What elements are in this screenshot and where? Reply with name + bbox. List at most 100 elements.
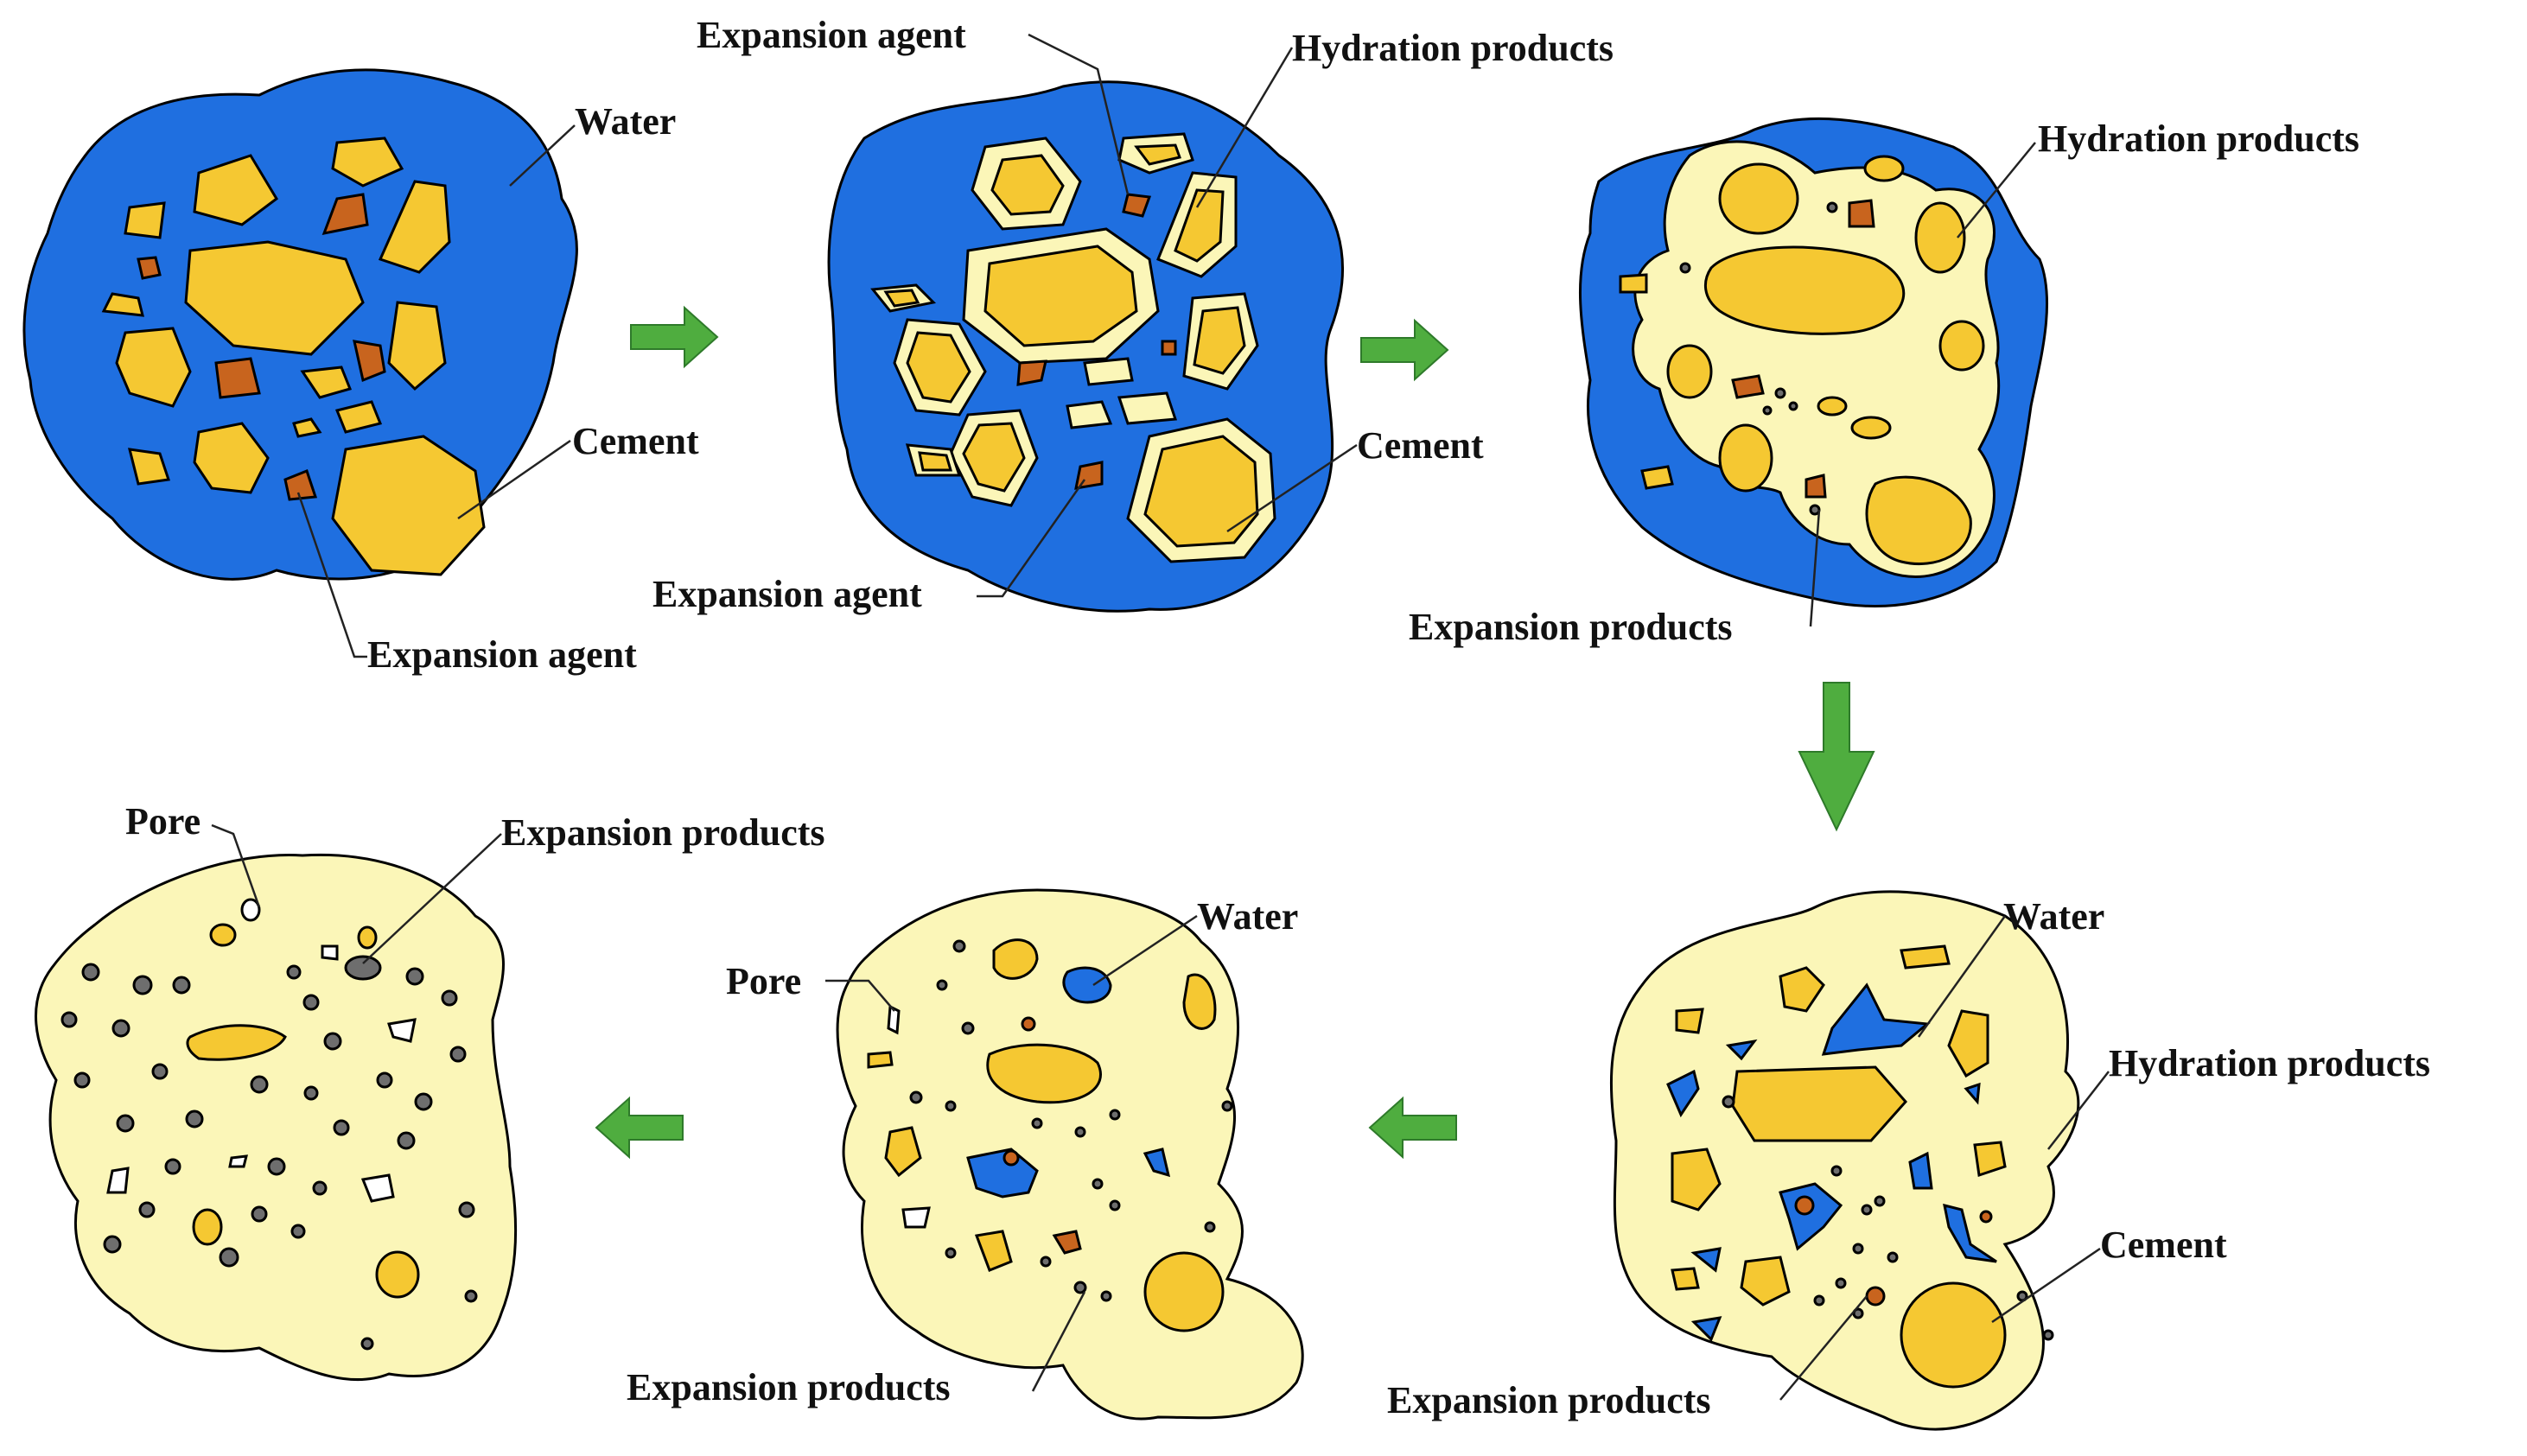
cement-grain	[186, 1024, 287, 1061]
label-expansion-products: Expansion products	[1387, 1379, 1711, 1421]
cement-grain	[1193, 306, 1246, 375]
water-pocket	[1690, 1316, 1722, 1342]
expansion-agent-grain	[1979, 1210, 1993, 1224]
cement-grain	[1863, 155, 1905, 182]
expansion-product-particle	[164, 1158, 181, 1175]
cement-grain	[378, 180, 451, 274]
expansion-product-particle	[312, 1180, 328, 1196]
expansion-product-particle	[286, 964, 302, 980]
expansion-product-particle	[302, 994, 320, 1011]
cement-grain	[1938, 320, 1985, 372]
cement-grain	[192, 1208, 223, 1246]
cement-grain	[128, 448, 170, 486]
label-expansion-products: Expansion products	[627, 1366, 951, 1408]
expansion-product-particle	[414, 1092, 433, 1111]
label-cement: Cement	[2100, 1224, 2227, 1266]
pore	[360, 1173, 395, 1203]
expansion-product-particle	[303, 1085, 319, 1101]
expansion-product-particle	[185, 1109, 204, 1129]
stage-6-hardened-paste: Pore Expansion products	[35, 800, 825, 1382]
cement-grain	[962, 422, 1026, 493]
pore	[901, 1206, 931, 1229]
water-pocket	[1143, 1148, 1171, 1178]
cement-grain	[883, 289, 920, 308]
cement-grain	[1817, 396, 1848, 416]
expansion-product-particle	[1830, 1165, 1843, 1177]
expansion-product-particle	[464, 1289, 478, 1303]
expansion-product-particle	[1109, 1109, 1121, 1121]
expansion-product-particle	[111, 1019, 130, 1038]
cement-grain	[193, 422, 270, 494]
expansion-product-particle	[952, 939, 966, 953]
label-water: Water	[575, 100, 676, 143]
cement-grain	[1666, 344, 1713, 399]
cement-grain	[115, 327, 192, 408]
label-expansion-agent-top: Expansion agent	[697, 14, 966, 56]
cement-grain	[867, 1051, 894, 1069]
expansion-product-particle	[936, 979, 948, 991]
hydration-shell	[1066, 400, 1113, 429]
cement-grain	[209, 923, 237, 947]
cement-grain	[1900, 1281, 2007, 1389]
expansion-product-particle	[2042, 1329, 2054, 1341]
stage-3-hydration-progress: Hydration products Expansion products	[1409, 117, 2359, 648]
expansion-product-particle	[1722, 1095, 1735, 1109]
label-hydration-products: Hydration products	[2038, 118, 2359, 160]
pore	[106, 1167, 130, 1194]
expansion-product-particle	[1826, 201, 1838, 213]
expansion-product-particle	[1788, 401, 1798, 411]
cement-grain	[986, 1043, 1102, 1104]
stage-1-fresh-paste: Water Cement Expansion agent	[22, 68, 699, 676]
expansion-agent-grain	[1003, 1149, 1020, 1167]
expansion-product-particle	[1874, 1195, 1886, 1207]
expansion-product-particle	[333, 1119, 350, 1136]
pore	[387, 1018, 417, 1043]
expansion-product-particle	[116, 1114, 135, 1133]
expansion-product-particle	[1040, 1256, 1052, 1268]
cement-grain	[387, 301, 447, 391]
cement-grain	[331, 137, 404, 188]
label-expansion-products: Expansion products	[501, 811, 825, 854]
cement-grain	[1143, 435, 1259, 548]
cement-grain	[101, 292, 144, 317]
cement-grain	[1914, 201, 1966, 274]
water-pocket	[1779, 1182, 1843, 1251]
label-hydration-products: Hydration products	[2109, 1042, 2430, 1084]
cement-grain	[1865, 475, 1972, 566]
cement-grain	[334, 400, 383, 434]
green-arrow-icon	[630, 307, 718, 367]
label-pore: Pore	[125, 800, 201, 842]
hydration-shell	[1083, 357, 1134, 386]
expansion-product-particle	[132, 975, 153, 995]
cement-grain	[1640, 465, 1674, 490]
cement-grain	[1850, 416, 1892, 440]
expansion-product-particle	[1074, 1126, 1086, 1138]
expansion-agent-grain	[353, 340, 386, 383]
expansion-product-particle	[103, 1235, 122, 1254]
expansion-agent-grain	[1052, 1230, 1082, 1255]
expansion-product-particle	[1813, 1294, 1825, 1307]
cement-grain	[906, 331, 971, 404]
pore	[887, 1004, 901, 1035]
cement-grain	[1779, 966, 1825, 1013]
cement-grain	[357, 925, 378, 950]
expansion-product-particle	[909, 1090, 923, 1104]
label-hydration-products: Hydration products	[1292, 27, 1614, 69]
label-water: Water	[1197, 895, 1298, 938]
expansion-agent-grain	[1805, 474, 1827, 499]
expansion-product-particle	[945, 1100, 957, 1112]
expansion-agent-grain	[214, 357, 261, 399]
cement-grain	[292, 417, 322, 438]
pore	[240, 898, 261, 922]
expansion-product-particle	[405, 967, 424, 986]
label-expansion-products: Expansion products	[1409, 606, 1733, 648]
cement-grain	[1174, 188, 1225, 263]
expansion-agent-grain	[1122, 193, 1152, 218]
expansion-product-particle	[441, 989, 458, 1007]
hydration-shell	[1117, 391, 1178, 425]
cement-grain	[1671, 1148, 1722, 1211]
expansion-agent-grain	[1021, 1016, 1036, 1032]
cement-grain	[331, 435, 486, 576]
cement-grain	[992, 938, 1039, 980]
